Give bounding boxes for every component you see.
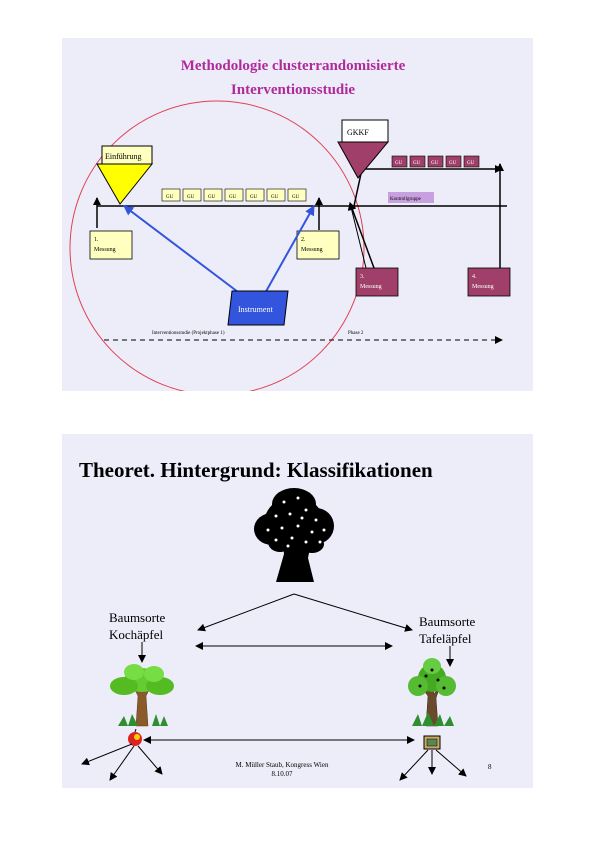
- messung-4-num: 4.: [472, 274, 477, 280]
- right-label-line1: Baumsorte: [419, 614, 476, 629]
- apple-tree-icon: [254, 488, 334, 582]
- phase-1-label: Interventionsstudie (Projektphase 1): [152, 331, 225, 336]
- slide-title: Theoret. Hintergrund: Klassifikationen: [79, 458, 433, 482]
- ray-left-1: [81, 743, 133, 766]
- instrument-arrow-left: [123, 205, 243, 296]
- footer-date: 8.10.07: [272, 770, 294, 778]
- gu-label: GU: [208, 195, 216, 200]
- gu-row-intervention: GU GU GU GU GU GU GU: [161, 188, 307, 202]
- footer-author: M. Müller Staub, Kongress Wien: [236, 761, 329, 769]
- cooking-apple-tree-icon: [110, 664, 174, 727]
- gu-label: GU: [413, 161, 421, 166]
- gu-box: [445, 155, 462, 168]
- methodology-diagram: Methodologie clusterrandomisierte Interv…: [69, 58, 511, 396]
- branch-line-left: [197, 593, 295, 632]
- gu-box: [266, 188, 286, 202]
- messung-1-box: [89, 230, 133, 260]
- red-apple-icon: [128, 728, 142, 746]
- ray-right-1: [399, 749, 429, 781]
- gu-box: [287, 188, 307, 202]
- messung-3-box: [355, 267, 399, 297]
- gu-label: GU: [292, 195, 300, 200]
- gkkf-funnel: [337, 141, 390, 179]
- gu-label: GU: [187, 195, 195, 200]
- ray-right-3: [435, 749, 467, 777]
- phase-2-label: Phase 2: [348, 331, 364, 336]
- gu-box: [391, 155, 408, 168]
- kontrollgruppe-label: Kontrollgruppe: [390, 197, 422, 202]
- slide-classification: Theoret. Hintergrund: Klassifikationen: [62, 434, 533, 788]
- kontrollgruppe-box: [388, 192, 434, 203]
- einfuehrung-label: Einführung: [105, 152, 141, 161]
- gu-box: [182, 188, 202, 202]
- table-apple-tree-icon: [408, 658, 456, 727]
- right-label-line2: Tafeläpfel: [419, 631, 472, 646]
- classification-diagram: Theoret. Hintergrund: Klassifikationen: [79, 458, 492, 781]
- gu-box: [409, 155, 426, 168]
- gu-label: GU: [449, 161, 457, 166]
- gu-box: [245, 188, 265, 202]
- gu-box: [203, 188, 223, 202]
- gu-box: [161, 188, 181, 202]
- messung-1-num: 1.: [94, 237, 99, 243]
- gkkf-label: GKKF: [347, 128, 369, 137]
- gu-row-control: GU GU GU GU GU: [391, 155, 480, 168]
- messung-3-num: 3.: [360, 274, 365, 280]
- messung-2-label: Messung: [301, 247, 323, 253]
- gu-box: [224, 188, 244, 202]
- measure-arrow-3: [348, 202, 375, 269]
- gu-label: GU: [250, 195, 258, 200]
- einfuehrung-funnel: [96, 163, 154, 205]
- instrument-arrow-right: [263, 205, 315, 296]
- measure-arrow-3b: [347, 202, 367, 269]
- diagram-title-line1: Methodologie clusterrandomisierte: [181, 58, 406, 74]
- diagram-title-line2: Interventionsstudie: [231, 82, 356, 98]
- gu-box: [463, 155, 480, 168]
- page-number: 8: [488, 763, 492, 771]
- instrument-box: [227, 290, 289, 326]
- ray-left-3: [137, 745, 163, 775]
- gu-label: GU: [395, 161, 403, 166]
- gu-label: GU: [467, 161, 475, 166]
- gu-label: GU: [431, 161, 439, 166]
- left-label-line2: Kochäpfel: [109, 627, 164, 642]
- instrument-label: Instrument: [238, 305, 273, 314]
- gu-label: GU: [166, 195, 174, 200]
- left-label-line1: Baumsorte: [109, 610, 166, 625]
- framed-picture-icon: [423, 735, 441, 750]
- messung-4-label: Messung: [472, 284, 494, 290]
- messung-2-box: [296, 230, 340, 260]
- messung-3-label: Messung: [360, 284, 382, 290]
- gu-label: GU: [271, 195, 279, 200]
- branch-line-right: [293, 593, 413, 632]
- messung-1-label: Messung: [94, 247, 116, 253]
- messung-4-box: [467, 267, 511, 297]
- slide-methodology: Methodologie clusterrandomisierte Interv…: [62, 38, 533, 396]
- ray-left-2: [109, 745, 135, 781]
- gu-box: [427, 155, 444, 168]
- messung-2-num: 2.: [301, 237, 306, 243]
- gu-label: GU: [229, 195, 237, 200]
